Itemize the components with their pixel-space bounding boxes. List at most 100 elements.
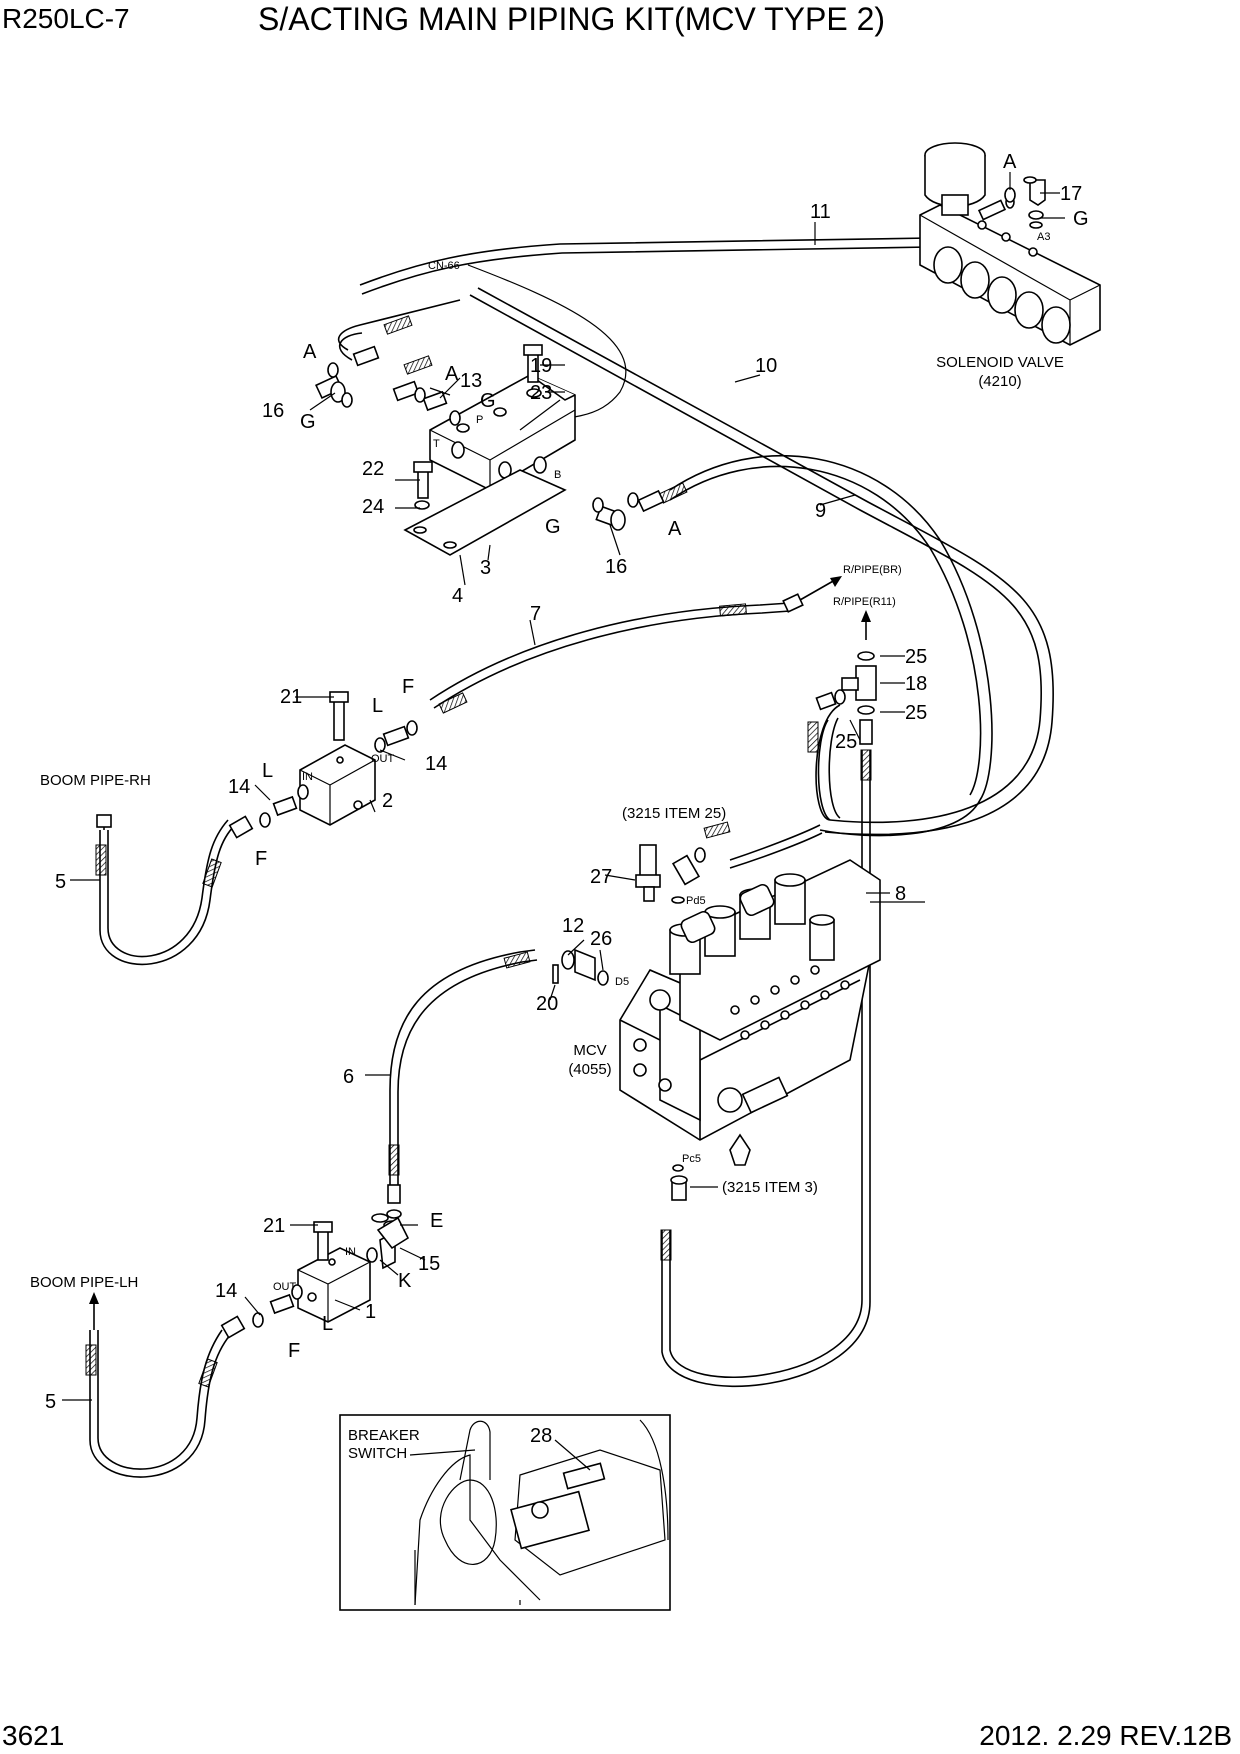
bracket-4 <box>403 469 567 556</box>
solenoid-valve-assembly <box>919 142 1101 346</box>
letter-L-bottom: L <box>322 1313 333 1335</box>
letter-F-mid: F <box>255 848 267 870</box>
bolt-19 <box>523 344 543 383</box>
label-r-pipe-br: R/PIPE(BR) <box>843 564 902 576</box>
port-b: B <box>554 469 561 481</box>
port-pd5: Pd5 <box>686 895 706 907</box>
callout-17: 17 <box>1060 183 1082 205</box>
port-out-block2: OUT <box>371 753 395 765</box>
port-p: P <box>476 414 483 426</box>
washer-23 <box>526 388 542 398</box>
arrow-boom-rh <box>96 814 112 830</box>
revision-date: 2012. 2.29 REV.12B <box>979 1720 1232 1751</box>
letter-A-13: A <box>445 363 459 385</box>
callout-27: 27 <box>590 866 612 888</box>
bolt-21-top <box>329 691 349 741</box>
callout-14-top: 14 <box>425 753 447 775</box>
callout-7: 7 <box>530 603 541 625</box>
callout-2: 2 <box>382 790 393 812</box>
callout-6: 6 <box>343 1066 354 1088</box>
fitting-16-right <box>595 505 626 531</box>
letter-G-solenoid: G <box>1073 208 1089 230</box>
label-ref-item-25: (3215 ITEM 25) <box>622 805 726 822</box>
callout-23: 23 <box>530 382 552 404</box>
fitting-27 <box>635 844 706 904</box>
letter-L-top: L <box>372 695 383 717</box>
hose-11 <box>359 237 931 295</box>
callout-4: 4 <box>452 585 463 607</box>
callout-22: 22 <box>362 458 384 480</box>
port-a3: A3 <box>1037 231 1050 243</box>
bolt-21-bottom <box>313 1221 333 1261</box>
callout-12: 12 <box>562 915 584 937</box>
connection-letters: A G A A G G G A L F L F E K L F <box>255 151 1089 1362</box>
pc5-fitting <box>670 1164 688 1201</box>
callout-15: 15 <box>418 1253 440 1275</box>
hose-7 <box>429 602 791 709</box>
arrow-r-pipe-r11 <box>861 610 871 640</box>
block-2-fittings <box>228 720 418 839</box>
callout-25-mid: 25 <box>905 702 927 724</box>
callout-16-left: 16 <box>262 400 284 422</box>
hose-5-rh <box>99 819 236 966</box>
callout-24: 24 <box>362 496 384 518</box>
port-in-block2: IN <box>302 771 313 783</box>
block-2 <box>299 744 376 826</box>
hose-9 <box>669 454 993 837</box>
hose-to-block3 <box>337 299 461 361</box>
page-number: 3621 <box>2 1720 64 1751</box>
fitting-16-left <box>315 374 346 403</box>
mcv-main-control-valve <box>619 859 881 1166</box>
label-boom-pipe-rh: BOOM PIPE-RH <box>40 772 151 789</box>
page-title: S/ACTING MAIN PIPING KIT(MCV TYPE 2) <box>258 1 885 37</box>
letter-E: E <box>430 1210 443 1232</box>
callout-25-low: 25 <box>835 731 857 753</box>
letter-A-right: A <box>668 518 682 540</box>
callout-18: 18 <box>905 673 927 695</box>
label-cn66: CN-66 <box>428 260 460 272</box>
letter-G-right: G <box>545 516 561 538</box>
letter-G-left: G <box>300 411 316 433</box>
arrow-r-pipe-br <box>782 576 842 613</box>
port-out-block1: OUT <box>273 1281 297 1293</box>
fitting-18 <box>815 651 877 745</box>
label-solenoid-valve: SOLENOID VALVE <box>936 354 1064 371</box>
callout-21-bottom: 21 <box>263 1215 285 1237</box>
letter-G-13: G <box>480 390 496 412</box>
callout-21-top: 21 <box>280 686 302 708</box>
callout-3: 3 <box>480 557 491 579</box>
hose-5-lh <box>89 1329 231 1478</box>
callout-8: 8 <box>895 883 906 905</box>
letter-F-bottom: F <box>288 1340 300 1362</box>
callout-14-mid: 14 <box>228 776 250 798</box>
washer-24 <box>414 500 430 510</box>
block-1 <box>297 1247 371 1323</box>
callout-11: 11 <box>810 201 831 223</box>
callout-13: 13 <box>460 370 482 392</box>
port-d5: D5 <box>615 976 629 988</box>
callout-28: 28 <box>530 1425 552 1447</box>
letter-L-mid: L <box>262 760 273 782</box>
port-t: T <box>433 438 440 450</box>
letter-A-left: A <box>303 341 317 363</box>
model-code: R250LC-7 <box>2 3 130 34</box>
callout-1: 1 <box>365 1301 376 1323</box>
part-callouts: 11 17 10 19 23 13 16 22 24 3 4 16 9 7 25… <box>45 183 1082 1447</box>
port-pc5: Pc5 <box>682 1153 701 1165</box>
label-boom-pipe-lh: BOOM PIPE-LH <box>30 1274 138 1291</box>
port-in-block1: IN <box>345 1246 356 1258</box>
hose-6 <box>389 949 538 1190</box>
letter-A-solenoid: A <box>1003 151 1017 173</box>
hose-8 <box>661 750 871 1388</box>
callout-10: 10 <box>755 355 777 377</box>
callout-20: 20 <box>536 993 558 1015</box>
callout-9: 9 <box>815 500 826 522</box>
elbow-15 <box>371 1209 410 1250</box>
label-mcv: MCV <box>573 1042 606 1059</box>
text-labels: SOLENOID VALVE (4210) MCV (4055) BOOM PI… <box>30 231 1064 1462</box>
callout-26: 26 <box>590 928 612 950</box>
hose-8-upper <box>729 717 841 869</box>
letter-K: K <box>398 1270 412 1292</box>
